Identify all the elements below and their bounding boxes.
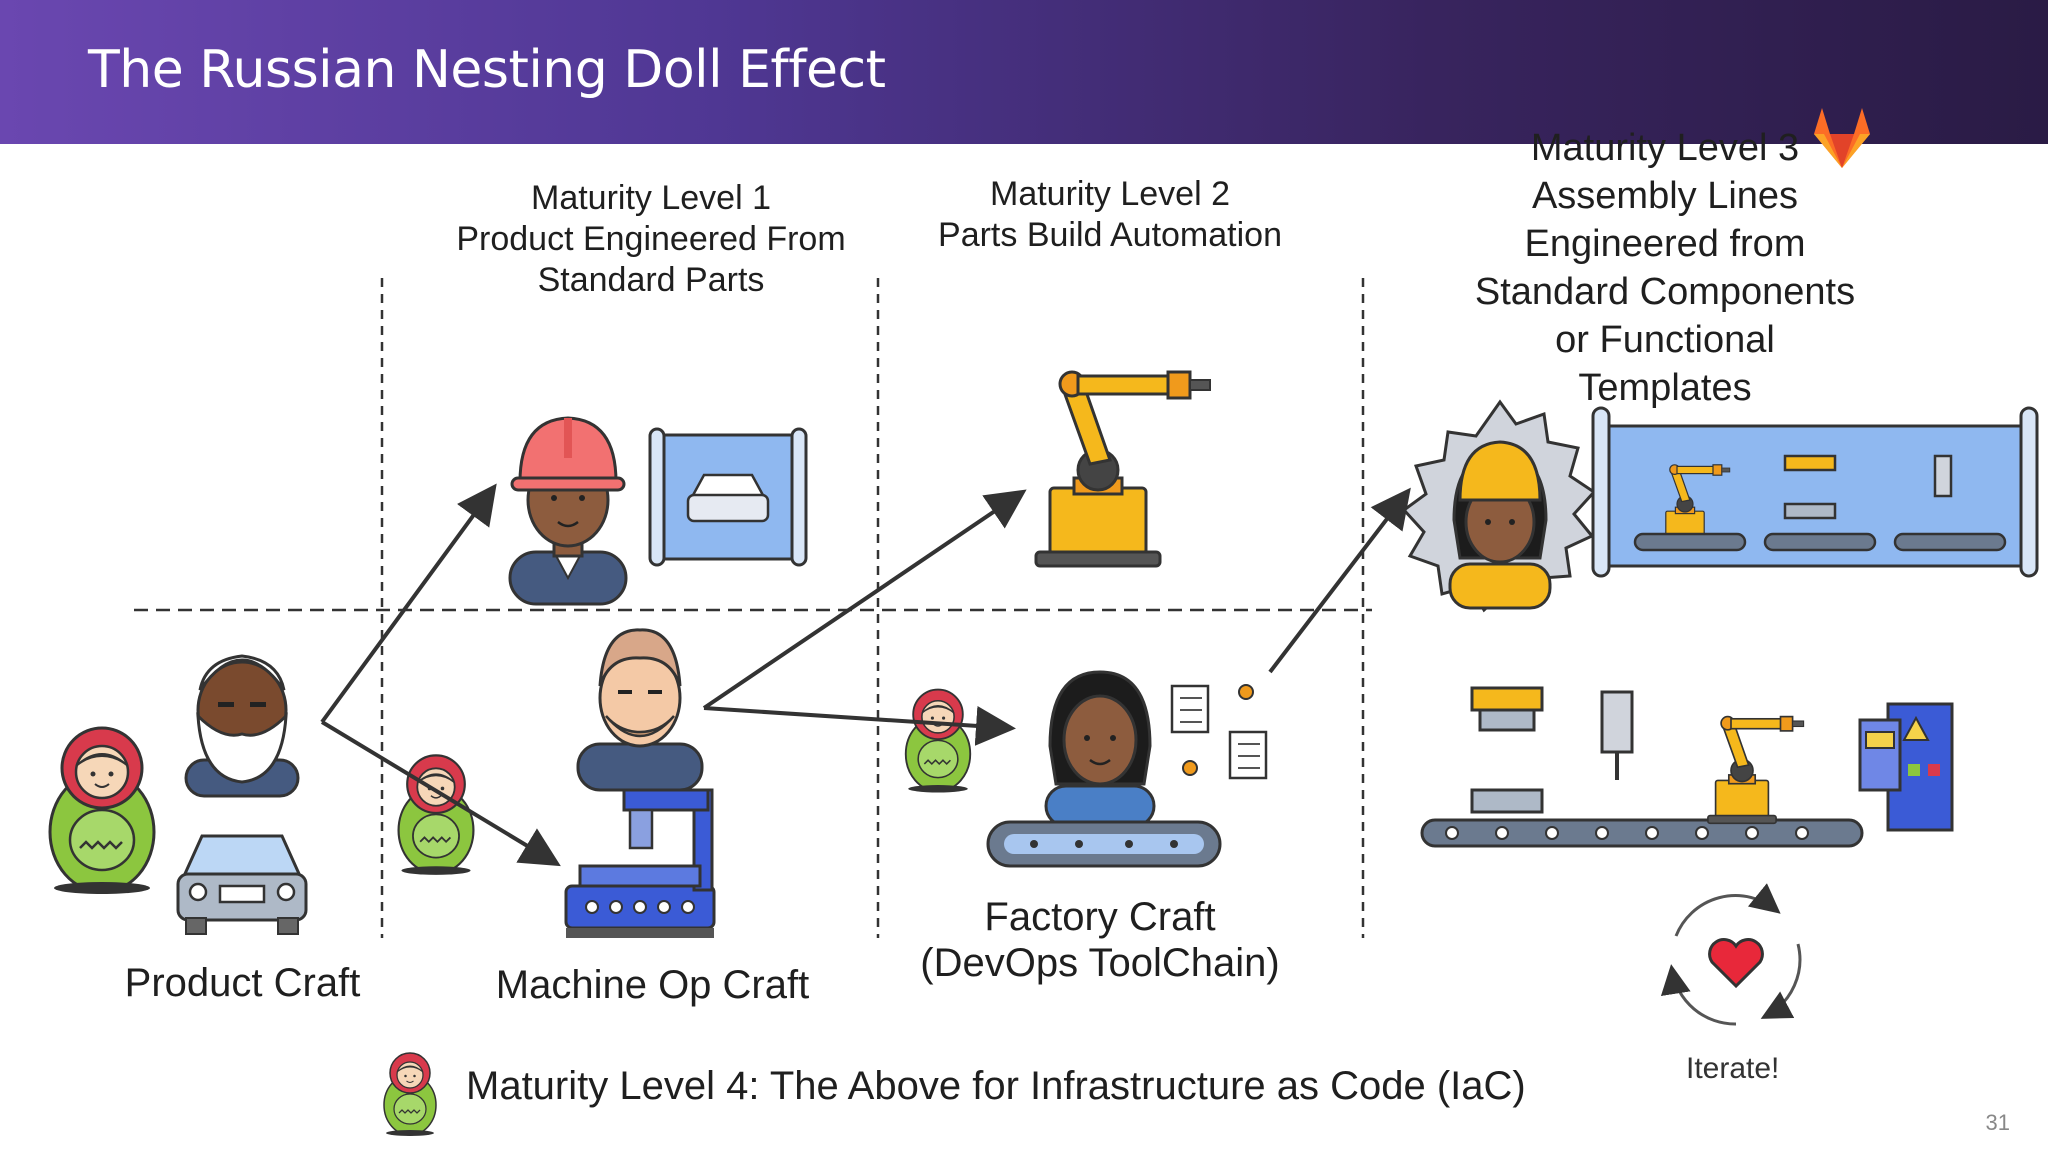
level-2-title: Maturity Level 2 bbox=[990, 175, 1230, 213]
workflow-icon bbox=[1170, 684, 1268, 780]
level-1-title: Maturity Level 1 bbox=[531, 179, 771, 217]
assembly-blueprint-icon bbox=[1591, 406, 2039, 578]
level-3-title: Maturity Level 3 bbox=[1530, 127, 1800, 169]
robot-arm-icon bbox=[1034, 370, 1212, 568]
factory-craft-title: Factory Craft bbox=[984, 895, 1216, 939]
factory-craft-label: Factory Craft (DevOps ToolChain) bbox=[890, 894, 1310, 986]
level-3-line-5: or Functional bbox=[1555, 319, 1775, 361]
level-3-line-2: Assembly Lines bbox=[1531, 175, 1799, 217]
assembly-line-icon bbox=[1420, 686, 1864, 848]
nesting-doll-footer-icon bbox=[383, 1052, 437, 1137]
drill-press-icon bbox=[564, 788, 716, 938]
machine-op-craft-label: Machine Op Craft bbox=[495, 963, 810, 1007]
level-4-label: Maturity Level 4: The Above for Infrastr… bbox=[466, 1064, 1526, 1108]
level-3-line-4: Standard Components bbox=[1474, 271, 1856, 313]
car-blueprint-icon bbox=[648, 427, 808, 567]
page-number: 31 bbox=[1985, 1110, 2010, 1135]
level-3-line-6: Templates bbox=[1578, 367, 1752, 409]
control-panel-icon bbox=[1858, 702, 1954, 832]
level-1-label: Maturity Level 1 Product Engineered From… bbox=[416, 178, 886, 301]
car-icon bbox=[176, 834, 308, 935]
gear-worker-icon bbox=[1401, 399, 1597, 613]
nesting-doll-icon bbox=[48, 726, 156, 896]
iterate-heart-icon bbox=[1660, 883, 1802, 1026]
old-craftsman-icon bbox=[184, 654, 300, 798]
gitlab-tanuki-icon bbox=[1814, 108, 1870, 168]
level-1-line-3: Standard Parts bbox=[537, 261, 765, 299]
level-2-label: Maturity Level 2 Parts Build Automation bbox=[900, 174, 1320, 256]
product-craft-label: Product Craft bbox=[124, 961, 361, 1005]
nesting-doll-tiny-icon bbox=[904, 688, 972, 794]
title-bar: The Russian Nesting Doll Effect bbox=[0, 0, 2048, 144]
slide-title: The Russian Nesting Doll Effect bbox=[88, 40, 886, 100]
hard-hat-worker-icon bbox=[508, 416, 628, 606]
conveyor-belt-icon bbox=[986, 820, 1222, 868]
factory-craft-subtitle: (DevOps ToolChain) bbox=[920, 941, 1280, 985]
machinist-icon bbox=[576, 628, 704, 792]
level-3-label: Maturity Level 3 Assembly Lines Engineer… bbox=[1440, 124, 1890, 412]
level-3-line-3: Engineered from bbox=[1524, 223, 1806, 265]
factory-worker-icon bbox=[1044, 670, 1156, 828]
level-1-line-2: Product Engineered From bbox=[456, 220, 846, 258]
iterate-label: Iterate! bbox=[1686, 1052, 1780, 1085]
level-2-line-2: Parts Build Automation bbox=[938, 216, 1282, 254]
